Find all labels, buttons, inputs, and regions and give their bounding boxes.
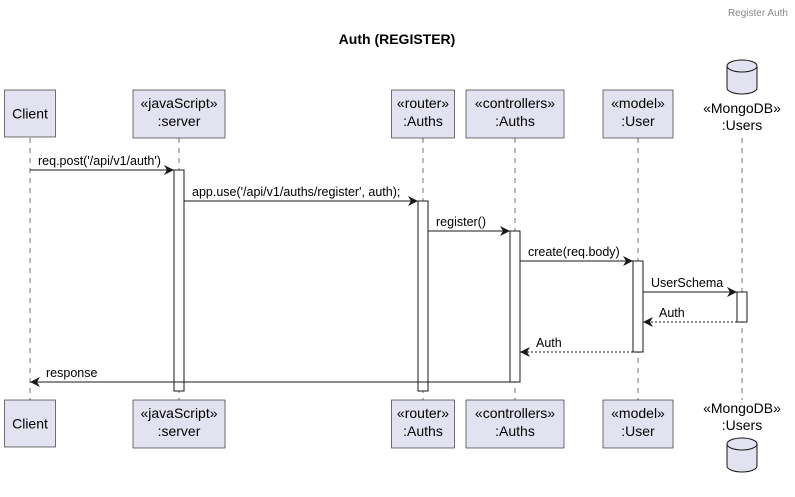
message-3: register() [428, 215, 510, 236]
participant-label: «javaScript» [140, 95, 217, 111]
participant-label: «model» [611, 405, 665, 421]
participant-server-top: «javaScript» :server [132, 89, 226, 139]
participant-label: «MongoDB» [703, 100, 781, 116]
participant-label: Client [12, 416, 48, 432]
participants: ClientClient«javaScript»:server«javaScri… [4, 59, 781, 473]
activation-bar-server [173, 169, 185, 392]
message-label: Auth [659, 306, 685, 320]
participant-client-bottom: Client [4, 399, 56, 448]
participant-label: :server [158, 423, 201, 439]
message-label: register() [436, 215, 486, 229]
participant-label: Client [12, 106, 48, 122]
participant-box [465, 399, 565, 449]
participant-label: :Users [722, 417, 762, 433]
activation-bar-mongodb [736, 291, 748, 323]
message-7: Auth [520, 336, 633, 357]
message-4: create(req.body) [520, 245, 633, 266]
participant-controllers-top: «controllers» :Auths [465, 89, 565, 139]
participant-box [132, 399, 226, 449]
message-2: app.use('/api/v1/auths/register', auth); [184, 185, 418, 206]
participant-box [4, 399, 56, 448]
participant-box [465, 89, 565, 139]
diagram-header: Register Auth [728, 8, 788, 19]
activation-bar-controllers [509, 230, 521, 383]
participant-label: «router» [397, 405, 449, 421]
activation-bars [173, 169, 748, 392]
participant-box [602, 89, 674, 139]
participant-label: «router» [397, 95, 449, 111]
participant-label: :Auths [495, 113, 535, 129]
participant-box [391, 399, 455, 449]
database-icon [726, 437, 758, 473]
messages: req.post('/api/v1/auth') app.use('/api/v1… [30, 154, 737, 387]
message-label: req.post('/api/v1/auth') [38, 154, 161, 168]
message-label: create(req.body) [528, 245, 620, 259]
database-icon-rim [726, 65, 758, 73]
participant-label: :Auths [403, 423, 443, 439]
participant-box [391, 89, 455, 139]
participant-label: :server [158, 113, 201, 129]
message-8: response [30, 366, 510, 387]
participant-box [132, 89, 226, 139]
participant-model-bottom: «model» :User [602, 399, 674, 449]
participant-model-top: «model» :User [602, 89, 674, 139]
message-label: Auth [536, 336, 562, 350]
participant-label: «controllers» [475, 95, 555, 111]
activation-bar-router [417, 200, 429, 392]
participant-label: «javaScript» [140, 405, 217, 421]
activation-bar-model [632, 260, 644, 353]
participant-label: :Users [722, 117, 762, 133]
participant-label: :Auths [403, 113, 443, 129]
participant-client-top: Client [4, 89, 56, 138]
participant-label: «MongoDB» [703, 400, 781, 416]
message-1: req.post('/api/v1/auth') [30, 154, 174, 175]
message-label: UserSchema [651, 276, 723, 290]
message-label: response [46, 366, 97, 380]
database-icon [726, 59, 758, 95]
participant-router-top: «router» :Auths [391, 89, 455, 139]
database-icon-rim [726, 443, 758, 451]
message-6: Auth [643, 306, 737, 327]
participant-router-bottom: «router» :Auths [391, 399, 455, 449]
participant-label: «model» [611, 95, 665, 111]
participant-label: «controllers» [475, 405, 555, 421]
participant-label: :User [621, 113, 655, 129]
participant-mongodb-bottom: «MongoDB»:Users [703, 400, 781, 473]
message-label: app.use('/api/v1/auths/register', auth); [192, 185, 400, 199]
participant-mongodb-top: «MongoDB»:Users [703, 59, 781, 133]
participant-box [4, 89, 56, 138]
diagram-title: Auth (REGISTER) [339, 31, 456, 47]
participant-label: :User [621, 423, 655, 439]
message-5: UserSchema [643, 276, 737, 297]
participant-box [602, 399, 674, 449]
participant-server-bottom: «javaScript» :server [132, 399, 226, 449]
participant-controllers-bottom: «controllers» :Auths [465, 399, 565, 449]
participant-label: :Auths [495, 423, 535, 439]
